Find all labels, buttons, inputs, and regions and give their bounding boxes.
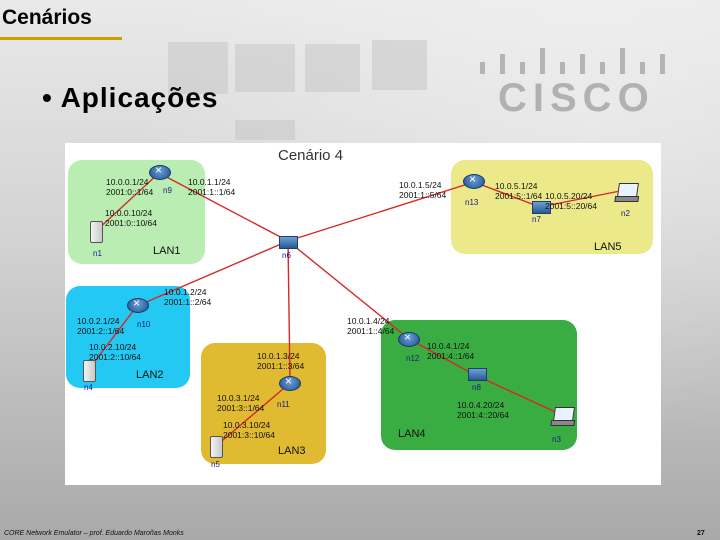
- ipv6-address: 2001:1::4/64: [347, 326, 395, 336]
- ipv6-address: 2001:1::2/64: [164, 297, 212, 307]
- ipv4-address: 10.0.2.10/24: [89, 342, 137, 352]
- ipv6-address: 2001:1::3/64: [257, 361, 305, 371]
- ipv4-address: 10.0.1.4/24: [347, 316, 390, 326]
- node-label-n4: n4: [84, 383, 93, 392]
- ipv6-address: 2001:1::1/64: [188, 187, 236, 197]
- lan5-label: LAN5: [594, 241, 622, 253]
- address-n2: 10.0.5.20/24 2001:5::20/64: [545, 191, 597, 211]
- ipv6-address: 2001:5::1/64: [495, 191, 543, 201]
- ipv4-address: 10.0.1.3/24: [257, 351, 300, 361]
- cisco-watermark: CISCO: [498, 76, 655, 120]
- node-label-n3: n3: [552, 435, 561, 444]
- switch-n7[interactable]: [532, 201, 551, 214]
- ipv4-address: 10.0.5.1/24: [495, 181, 538, 191]
- ipv4-address: 10.0.3.1/24: [217, 393, 260, 403]
- ipv6-address: 2001:1::5/64: [399, 190, 447, 200]
- ipv6-address: 2001:5::20/64: [545, 201, 597, 211]
- lan2-label: LAN2: [136, 369, 164, 381]
- address-n13-core: 10.0.1.5/24 2001:1::5/64: [399, 180, 446, 200]
- page-number: 27: [697, 530, 705, 537]
- node-label-n7: n7: [532, 215, 541, 224]
- address-n5: 10.0.3.10/24 2001:3::10/64: [223, 420, 275, 440]
- address-n3: 10.0.4.20/24 2001:4::20/64: [457, 400, 509, 420]
- ipv4-address: 10.0.3.10/24: [223, 420, 271, 430]
- address-n13-lan: 10.0.5.1/24 2001:5::1/64: [495, 181, 542, 201]
- node-label-n13: n13: [465, 198, 479, 207]
- address-n11-core: 10.0.1.3/24 2001:1::3/64: [257, 351, 304, 371]
- node-label-n1: n1: [93, 249, 102, 258]
- router-n11[interactable]: [279, 374, 301, 391]
- node-label-n8: n8: [472, 383, 481, 392]
- bullet-heading: • Aplicações: [42, 82, 218, 114]
- lan1-label: LAN1: [153, 245, 181, 257]
- ipv4-address: 10.0.4.1/24: [427, 341, 470, 351]
- switch-n6[interactable]: [279, 236, 298, 249]
- node-label-n10: n10: [137, 320, 151, 329]
- background-decoration: [235, 44, 295, 92]
- node-label-n11: n11: [277, 400, 290, 409]
- address-n4: 10.0.2.10/24 2001:2::10/64: [89, 342, 141, 362]
- address-n10-core: 10.0.1.2/24 2001:1::2/64: [164, 287, 211, 307]
- router-n12[interactable]: [398, 330, 420, 347]
- host-n5[interactable]: [210, 436, 223, 458]
- ipv4-address: 10.0.1.2/24: [164, 287, 207, 297]
- background-decoration: [168, 42, 228, 94]
- background-decoration: [305, 44, 360, 92]
- host-n1[interactable]: [90, 221, 103, 243]
- network-diagram: Cenário 4 LAN1 LAN2 LAN3 LAN4 LAN5 n9 n1…: [65, 143, 661, 485]
- lan5-area: [451, 160, 653, 254]
- ipv6-address: 2001:0::1/64: [106, 187, 154, 197]
- switch-n8[interactable]: [468, 368, 487, 381]
- slide-header: Cenários: [2, 6, 92, 29]
- background-decoration: [235, 120, 295, 140]
- background-decoration: [372, 40, 427, 90]
- lan3-label: LAN3: [278, 445, 306, 457]
- ipv4-address: 10.0.2.1/24: [77, 316, 120, 326]
- node-label-n2: n2: [621, 209, 630, 218]
- bullet-marker: •: [42, 82, 53, 113]
- address-n9-lan: 10.0.0.1/24 2001:0::1/64: [106, 177, 153, 197]
- router-n9[interactable]: [149, 163, 171, 180]
- ipv6-address: 2001:4::1/64: [427, 351, 475, 361]
- node-label-n5: n5: [211, 460, 220, 469]
- ipv6-address: 2001:2::1/64: [77, 326, 125, 336]
- lan1-area: [68, 160, 205, 264]
- ipv4-address: 10.0.1.1/24: [188, 177, 231, 187]
- ipv4-address: 10.0.1.5/24: [399, 180, 442, 190]
- diagram-title: Cenário 4: [278, 147, 344, 164]
- bullet-text: Aplicações: [60, 82, 219, 113]
- host-n4[interactable]: [83, 360, 96, 382]
- ipv4-address: 10.0.5.20/24: [545, 191, 593, 201]
- router-n13[interactable]: [463, 172, 485, 189]
- cisco-logo-bars: [480, 48, 665, 74]
- address-n11-lan: 10.0.3.1/24 2001:3::1/64: [217, 393, 264, 413]
- ipv6-address: 2001:4::20/64: [457, 410, 509, 420]
- address-n12-lan: 10.0.4.1/24 2001:4::1/64: [427, 341, 474, 361]
- ipv4-address: 10.0.0.1/24: [106, 177, 149, 187]
- router-n10[interactable]: [127, 296, 149, 313]
- laptop-n2[interactable]: [617, 183, 639, 197]
- ipv4-address: 10.0.0.10/24: [105, 208, 153, 218]
- footer-credit: CORE Network Emulator – prof. Eduardo Ma…: [4, 530, 184, 537]
- ipv6-address: 2001:3::1/64: [217, 403, 265, 413]
- laptop-n3[interactable]: [553, 407, 575, 421]
- node-label-n6: n6: [282, 251, 291, 260]
- header-underline: [0, 37, 122, 40]
- ipv6-address: 2001:3::10/64: [223, 430, 275, 440]
- node-label-n9: n9: [163, 186, 172, 195]
- ipv4-address: 10.0.4.20/24: [457, 400, 505, 410]
- address-n10-lan: 10.0.2.1/24 2001:2::1/64: [77, 316, 124, 336]
- address-n12-core: 10.0.1.4/24 2001:1::4/64: [347, 316, 394, 336]
- lan4-label: LAN4: [398, 428, 426, 440]
- address-n1: 10.0.0.10/24 2001:0::10/64: [105, 208, 157, 228]
- link-lines: [88, 172, 621, 447]
- ipv6-address: 2001:0::10/64: [105, 218, 157, 228]
- address-n9-core: 10.0.1.1/24 2001:1::1/64: [188, 177, 235, 197]
- ipv6-address: 2001:2::10/64: [89, 352, 141, 362]
- node-label-n12: n12: [406, 354, 420, 363]
